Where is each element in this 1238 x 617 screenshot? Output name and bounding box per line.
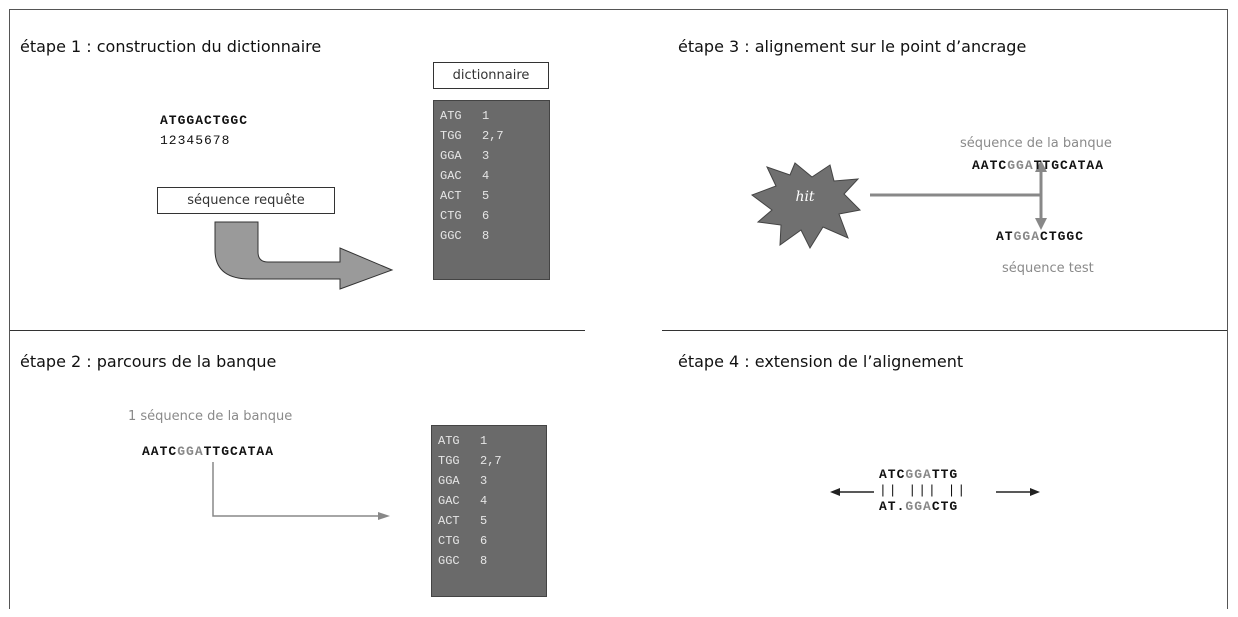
dictionary-position: 5 (482, 189, 490, 203)
step2-bank-sequence: AATCGGATTGCATAA (142, 444, 274, 459)
dictionary-label: dictionnaire (433, 62, 549, 89)
dictionary-kmer: GGA (438, 474, 460, 488)
hit-label: hit (795, 189, 815, 205)
dictionary-kmer: GAC (438, 494, 460, 508)
query-sequence-label: séquence requête (157, 187, 335, 214)
step3-test-sequence: ATGGACTGGC (996, 229, 1084, 244)
seq-suffix: TTGCATAA (203, 444, 275, 459)
dictionary-position: 4 (480, 494, 488, 508)
dictionary-row: GAC 4 (438, 491, 540, 511)
dictionary-kmer: CTG (438, 534, 460, 548)
seq-seed: GGA (177, 444, 204, 459)
dictionary-row: ATG 1 (440, 106, 543, 126)
dictionary-position: 8 (480, 554, 488, 568)
dictionary-kmer: GGC (440, 229, 462, 243)
dictionary-row: GGA 3 (438, 471, 540, 491)
dictionary-position: 1 (482, 109, 490, 123)
dictionary-row: GGC 8 (440, 226, 543, 246)
dictionary-row: ACT 5 (440, 186, 543, 206)
dictionary-row: TGG 2,7 (440, 126, 543, 146)
seq-prefix: AATC (142, 444, 178, 459)
seq-suffix: TTGCATAA (1033, 158, 1105, 173)
step3-bank-label: séquence de la banque (960, 136, 1112, 151)
dictionary-position: 8 (482, 229, 490, 243)
step1-query-positions: 12345678 (160, 133, 231, 148)
dictionary-row: GGA 3 (440, 146, 543, 166)
dictionary-row: CTG 6 (438, 531, 540, 551)
dictionary-position: 3 (482, 149, 490, 163)
seq-prefix: AT (996, 229, 1014, 244)
separator-left (10, 330, 585, 331)
step4-bottom-sequence: AT.GGACTG (879, 499, 958, 514)
step3-test-label: séquence test (1002, 261, 1094, 276)
dictionary-kmer: GGC (438, 554, 460, 568)
dictionary-position: 5 (480, 514, 488, 528)
dictionary-position: 6 (482, 209, 490, 223)
step3-title: étape 3 : alignement sur le point d’ancr… (678, 37, 1027, 56)
dictionary-kmer: TGG (440, 129, 462, 143)
step1-title: étape 1 : construction du dictionnaire (20, 37, 322, 56)
dictionary-row: CTG 6 (440, 206, 543, 226)
dictionary-kmer: GGA (440, 149, 462, 163)
seq-prefix: ATC (879, 467, 906, 482)
seq-suffix: TTG (931, 467, 959, 482)
dictionary-kmer: ACT (438, 514, 460, 528)
dictionary-position: 3 (480, 474, 488, 488)
dictionary-kmer: ATG (438, 434, 460, 448)
step2-bank-label: 1 séquence de la banque (128, 409, 293, 424)
seq-seed: GGA (1013, 229, 1041, 244)
dictionary-kmer: ATG (440, 109, 462, 123)
step4-title: étape 4 : extension de l’alignement (678, 352, 964, 371)
dictionary-position: 4 (482, 169, 490, 183)
step2-title: étape 2 : parcours de la banque (20, 352, 277, 371)
step1-query-sequence: ATGGACTGGC (160, 113, 249, 128)
seq-prefix: AT. (879, 499, 906, 514)
dictionary-kmer: ACT (440, 189, 462, 203)
seq-seed: GGA (905, 467, 932, 482)
dictionary-position: 6 (480, 534, 488, 548)
step4-top-sequence: ATCGGATTG (879, 467, 958, 482)
step4-match-bars: || ||| || (879, 483, 968, 498)
dictionary-position: 1 (480, 434, 488, 448)
dictionary-row: GAC 4 (440, 166, 543, 186)
diagram-frame (9, 9, 1228, 609)
dictionary-kmer: GAC (440, 169, 462, 183)
dictionary-position: 2,7 (480, 454, 502, 468)
seq-suffix: CTGGC (1040, 229, 1085, 244)
dictionary-kmer: TGG (438, 454, 460, 468)
seq-seed: GGA (905, 499, 932, 514)
dictionary-row: ACT 5 (438, 511, 540, 531)
seq-seed: GGA (1007, 158, 1034, 173)
dictionary-kmer: CTG (440, 209, 462, 223)
separator-right (662, 330, 1227, 331)
dictionary-row: ATG 1 (438, 431, 540, 451)
dictionary-row: TGG 2,7 (438, 451, 540, 471)
seq-suffix: CTG (931, 499, 959, 514)
dictionary-row: GGC 8 (438, 551, 540, 571)
dictionary-position: 2,7 (482, 129, 504, 143)
seq-prefix: AATC (972, 158, 1008, 173)
step3-bank-sequence: AATCGGATTGCATAA (972, 158, 1104, 173)
